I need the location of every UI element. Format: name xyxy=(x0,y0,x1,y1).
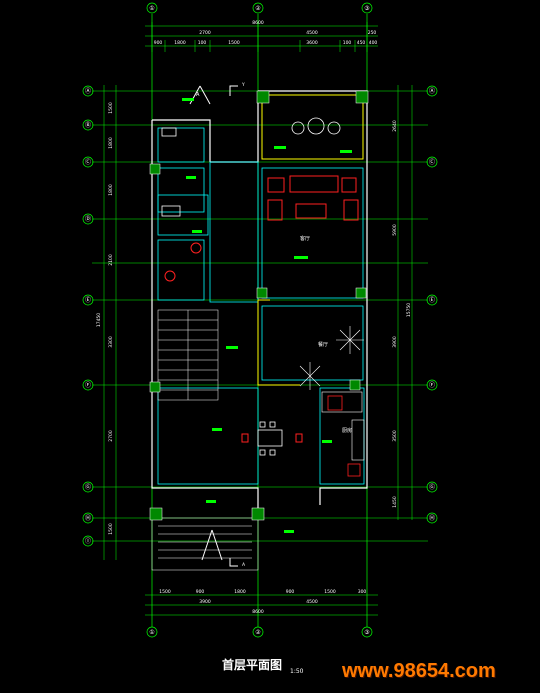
svg-text:①: ① xyxy=(149,629,154,636)
svg-text:Ⓕ: Ⓕ xyxy=(85,381,91,389)
axis-bubbles-vertical xyxy=(146,2,373,638)
svg-text:900: 900 xyxy=(286,589,295,595)
svg-text:A: A xyxy=(242,562,246,568)
drawing-scale: 1:50 xyxy=(290,668,304,675)
bottom-dimension-text: 1500 900 1800 900 1500 300 3900 4500 860… xyxy=(159,589,366,615)
svg-text:Ⓘ: Ⓘ xyxy=(85,537,91,545)
entrance-steps xyxy=(151,517,259,571)
stairs xyxy=(157,309,219,401)
svg-text:Ⓓ: Ⓓ xyxy=(85,215,91,223)
svg-text:300: 300 xyxy=(358,589,367,595)
svg-text:Ⓔ: Ⓔ xyxy=(85,296,91,304)
svg-text:2100: 2100 xyxy=(108,254,114,266)
svg-text:Ⓗ: Ⓗ xyxy=(85,514,91,522)
svg-text:Y: Y xyxy=(241,82,245,88)
svg-text:②: ② xyxy=(255,5,261,12)
axis-bubbles-horizontal xyxy=(82,85,438,547)
svg-text:Ⓒ: Ⓒ xyxy=(429,158,435,166)
svg-text:17450: 17450 xyxy=(96,313,102,327)
svg-text:③: ③ xyxy=(364,629,369,636)
svg-text:Ⓐ: Ⓐ xyxy=(85,87,91,95)
svg-text:Ⓖ: Ⓖ xyxy=(429,483,435,491)
right-dimension-text: 2640 5900 3900 3500 1450 15750 xyxy=(392,120,412,508)
svg-text:1800: 1800 xyxy=(174,40,186,46)
svg-text:Ⓔ: Ⓔ xyxy=(429,296,435,304)
dining-chairs-red xyxy=(241,433,303,443)
svg-text:A: A xyxy=(196,92,200,98)
svg-text:8600: 8600 xyxy=(252,20,264,26)
top-dimension-text: 8600 2700 4500 250 900 1800 100 1500 360… xyxy=(154,20,378,46)
svg-text:3900: 3900 xyxy=(392,336,398,348)
terrace-outline xyxy=(261,94,364,160)
svg-text:3600: 3600 xyxy=(306,40,318,46)
svg-text:15750: 15750 xyxy=(406,303,412,317)
drawing-title: 首层平面图 xyxy=(222,658,283,672)
svg-text:5900: 5900 xyxy=(392,224,398,236)
left-dimension-text: 1500 1800 1800 2100 3300 2700 1500 17450 xyxy=(96,102,114,535)
plants xyxy=(299,326,364,390)
svg-text:2700: 2700 xyxy=(199,30,211,36)
svg-text:3500: 3500 xyxy=(392,430,398,442)
terrace-seating xyxy=(291,117,341,135)
right-dimension-chain xyxy=(397,85,413,520)
svg-text:1800: 1800 xyxy=(108,137,114,149)
svg-text:900: 900 xyxy=(196,589,205,595)
svg-text:4500: 4500 xyxy=(306,599,318,605)
svg-text:1500: 1500 xyxy=(324,589,336,595)
svg-text:1450: 1450 xyxy=(392,496,398,508)
svg-text:100: 100 xyxy=(343,40,352,46)
structural-columns xyxy=(149,90,369,521)
svg-text:①: ① xyxy=(149,5,154,12)
svg-text:Ⓕ: Ⓕ xyxy=(429,381,435,389)
kitchen-label: 厨房 xyxy=(342,427,352,434)
svg-text:3900: 3900 xyxy=(199,599,211,605)
section-marks xyxy=(189,85,238,567)
bathroom-fixtures xyxy=(164,242,202,282)
kitchen-counter xyxy=(321,391,365,461)
svg-text:②: ② xyxy=(255,629,261,636)
svg-text:1500: 1500 xyxy=(228,40,240,46)
watermark: www.98654.com xyxy=(342,660,496,682)
svg-text:1500: 1500 xyxy=(159,589,171,595)
annotation-marks xyxy=(182,98,352,533)
top-dimension-chain xyxy=(145,22,378,52)
dining-room-label: 餐厅 xyxy=(318,341,328,348)
room-labels: 客厅 餐厅 厨房 xyxy=(300,235,352,434)
axis-bubble-labels-vertical: ① ② ③ ① ② ③ xyxy=(149,5,369,636)
svg-text:8600: 8600 xyxy=(252,609,264,615)
dining-set xyxy=(257,421,283,456)
svg-text:Ⓖ: Ⓖ xyxy=(85,483,91,491)
kitchen-appliances xyxy=(327,395,361,477)
living-room-furniture xyxy=(267,175,359,221)
svg-text:Ⓑ: Ⓑ xyxy=(85,121,91,129)
svg-text:3300: 3300 xyxy=(108,336,114,348)
svg-text:2640: 2640 xyxy=(392,120,398,132)
svg-text:250: 250 xyxy=(368,30,377,36)
svg-text:400: 400 xyxy=(369,40,378,46)
bottom-dimension-chain xyxy=(145,594,378,616)
svg-text:Ⓐ: Ⓐ xyxy=(429,87,435,95)
svg-text:1800: 1800 xyxy=(108,184,114,196)
svg-text:③: ③ xyxy=(364,5,369,12)
svg-text:Ⓒ: Ⓒ xyxy=(85,158,91,166)
svg-text:1800: 1800 xyxy=(234,589,246,595)
svg-text:4500: 4500 xyxy=(306,30,318,36)
svg-text:100: 100 xyxy=(198,40,207,46)
living-room-label: 客厅 xyxy=(300,235,310,242)
bathroom-fixtures-white xyxy=(161,127,181,217)
yellow-partitions xyxy=(257,299,300,386)
svg-text:900: 900 xyxy=(154,40,163,46)
svg-text:Ⓗ: Ⓗ xyxy=(429,514,435,522)
svg-text:450: 450 xyxy=(357,40,366,46)
svg-text:1500: 1500 xyxy=(108,102,114,114)
svg-text:1500: 1500 xyxy=(108,523,114,535)
section-mark-labels: Y A A xyxy=(196,82,246,568)
left-dimension-chain xyxy=(103,85,117,560)
svg-text:2700: 2700 xyxy=(108,430,114,442)
axis-bubble-labels-horizontal: Ⓐ Ⓑ Ⓒ Ⓓ Ⓔ Ⓕ Ⓖ Ⓗ Ⓘ Ⓐ Ⓒ Ⓔ Ⓕ Ⓖ Ⓗ xyxy=(85,87,435,545)
